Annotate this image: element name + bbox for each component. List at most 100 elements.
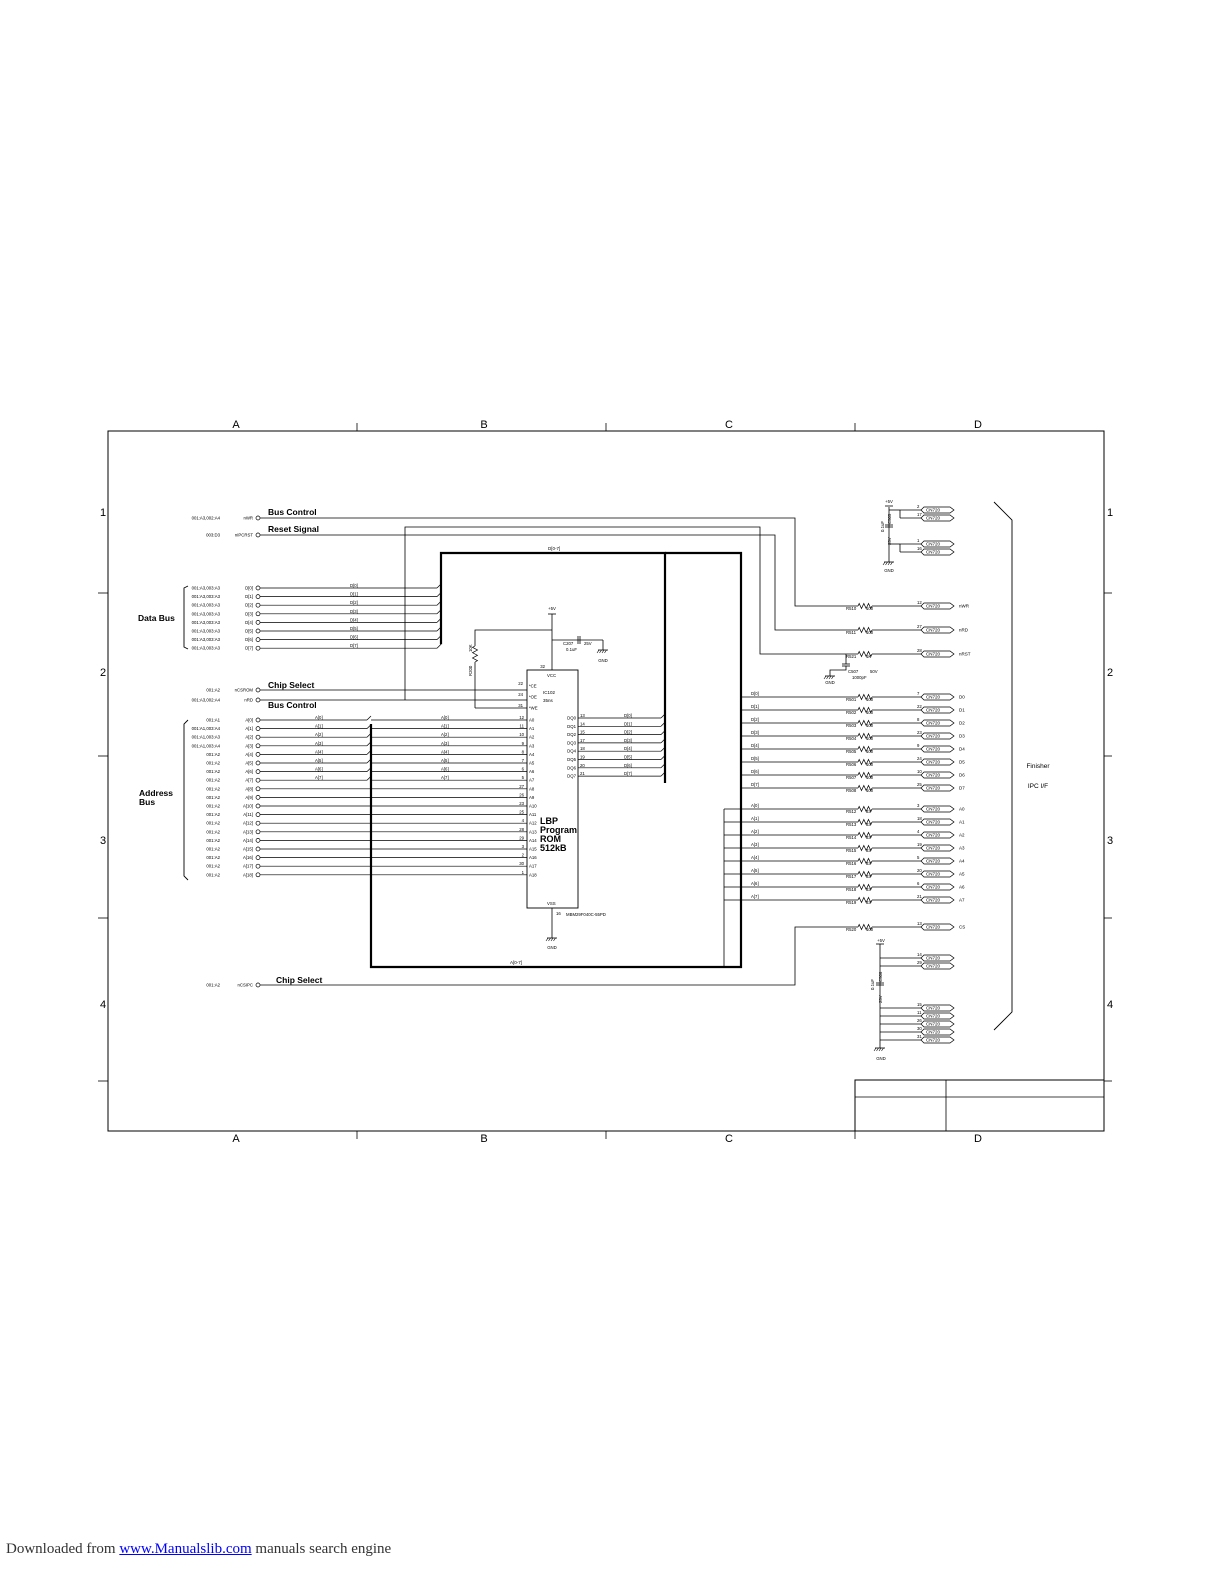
rom-addr-pin-number: 1 [522,870,525,875]
power-pin-number: 2 [917,504,920,509]
rom-addr-pin-number: 4 [522,818,525,823]
data-port-signal: D[3] [245,611,253,616]
rom-addr-pin-number: 7 [522,758,525,763]
rom-title: ROM [540,834,561,844]
row-label-left: 2 [100,667,106,679]
data-net-label: D[1] [350,592,358,597]
rom-gnd-label: GND [547,945,557,950]
address-net-label: A[5] [441,758,449,763]
rom-ctrl-pin-label: *OE [529,695,537,700]
bus-entry [366,775,372,781]
row-label-left: 1 [100,507,106,519]
cap-ref: C207 [563,641,574,646]
connector-ref-label: CN720 [926,872,941,877]
rom-addr-pin-number: 8 [522,749,525,754]
addr-res-ref: R519 [846,900,857,905]
addr-resistor [857,883,873,891]
bus-control-label: Bus Control [268,507,317,517]
address-net-label: A[7] [441,775,449,780]
addr-res-value: 33 [866,874,871,879]
address-port-pin-circle [255,820,261,826]
title-block [854,1079,1105,1132]
data-port-signal: D[0] [245,586,253,591]
data-port-ref: 001:A3,003:A3 [192,594,221,599]
rom-addr-pin-label: A8 [529,786,535,791]
connector-addr-net-label: A[7] [751,894,759,899]
cs-pin-number: 13 [917,921,922,926]
nwr-port-signal: nWR [243,516,253,521]
addr-signal: A2 [959,833,965,838]
address-port-signal: A[10] [243,804,253,809]
rom-vcc-net: +5V [548,606,556,611]
connector-addr-net-label: A[1] [751,816,759,821]
address-port-pin-circle [255,803,261,809]
address-port-signal: A[14] [243,838,253,843]
connector-data-net-label: D[3] [751,730,759,735]
data-net-label: D[0] [350,583,358,588]
power-pin-number: 16 [917,546,922,551]
connector-pin-shape [920,954,955,962]
addr-res-value: 33 [866,900,871,905]
rom-data-pin-label: DQ7 [567,774,576,779]
nipcrst-port-pin-circle [255,532,261,538]
connector-addr-net-label: A[0] [751,803,759,808]
rom-addr-pin-label: A13 [529,829,537,834]
top-ground-symbol-hatch [890,561,893,566]
manualslib-link[interactable]: www.Manualslib.com [119,1541,252,1557]
connector-pin-shape [920,650,955,658]
bus-entry [366,750,372,755]
nwr-port-ref: 001:A3,002:A4 [192,516,221,521]
data-port-signal: D[1] [245,594,253,599]
rom-chip: VCC32VSS16IC10235nsMBM29F040C-55PDLBPPro… [468,606,608,950]
power-pin-number: 11 [917,1010,922,1015]
data-res-value: 100 [866,749,874,754]
ctrl-res-value: 100 [866,606,874,611]
addr-res-value: 33 [866,861,871,866]
address-port-ref: 001:A2 [206,847,220,852]
bus-control-label: Bus Control [268,700,317,710]
bottom-ground-symbol-hatch [881,1047,884,1052]
row-label-right: 1 [1107,507,1113,519]
top-ground-symbol-hatch [885,561,888,566]
ncsipc-port-signal: nCSIPC [237,983,253,988]
data-signal: D1 [959,708,965,713]
address-port-pin-circle [255,863,261,869]
address-port-pin-circle [255,855,261,860]
bottom-cap-value: 0.1uF [870,979,875,990]
address-net-label: A[6] [315,767,323,772]
address-net-label: A[5] [315,758,323,763]
pullup-resistor [471,645,479,663]
rom-ground-symbol-hatch [545,937,549,942]
address-bus-name: A[0-7] [510,960,522,965]
rom-addr-pin-number: 26 [519,792,524,797]
connector-data-net-label: D[7] [751,782,759,787]
power-pin-number: 31 [917,1034,922,1039]
column-label-top: C [725,419,733,431]
data-port-ref: 001:A3,003:A3 [192,586,221,591]
rom-addr-pin-number: 3 [522,844,525,849]
addr-pin-number: 3 [917,803,920,808]
connector-ref-label: CN720 [926,786,941,791]
connector-pin-shape [920,1036,955,1044]
rom-vcc-pin: 32 [540,664,545,669]
rom-data-net-label: D[5] [624,755,632,760]
address-port-pin-circle [255,760,261,766]
data-port-ref: 001:A3,003:A3 [192,646,221,651]
connector-pin-shape [920,923,955,931]
cs-res-ref: R520 [846,927,857,932]
connector-ref-label: CN720 [926,1030,941,1035]
connector-ref-label: CN720 [926,1022,941,1027]
data-bus-label: Data Bus [138,613,175,623]
ncsipc-port-ref: 001:A2 [206,983,220,988]
rom-addr-pin-label: A10 [529,804,537,809]
data-port-ref: 001:A3,003:A3 [192,620,221,625]
ctrl-res-value: 100 [866,630,874,635]
ncsipc-route [260,926,858,986]
address-port-signal: A[12] [243,821,253,826]
nipcrst-port-ref: 003:D3 [206,533,220,538]
data-port-pin-circle [255,645,261,651]
rom-data-pin-label: DQ4 [567,749,576,754]
address-port-signal: A[0] [245,718,253,723]
rom-addr-pin-label: A7 [529,778,535,783]
data-port-pin-circle [255,594,261,599]
